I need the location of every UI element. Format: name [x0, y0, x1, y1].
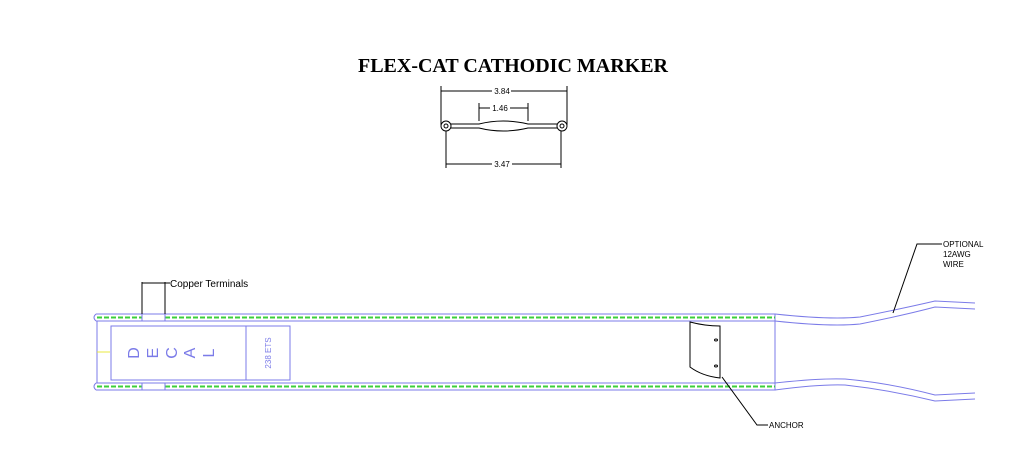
decal-letter: E — [145, 348, 162, 359]
wire-label-line: 12AWG — [943, 250, 971, 259]
dim-overall: 3.84 — [494, 87, 510, 96]
copper-terminals-label: Copper Terminals — [170, 279, 248, 290]
profile-view: 3.84 1.46 3.47 — [440, 86, 568, 169]
anchor-shape — [689, 321, 721, 379]
decal-letter: L — [201, 348, 218, 357]
dim-holes: 3.47 — [494, 160, 510, 169]
anchor-label: ANCHOR — [769, 421, 804, 430]
decal-letter: D — [126, 347, 143, 359]
drawing-title: FLEX-CAT CATHODIC MARKER — [358, 55, 669, 77]
wire-label-line: WIRE — [943, 260, 964, 269]
wire-label-line: OPTIONAL — [943, 240, 984, 249]
decal-letter: A — [182, 347, 199, 358]
decal-code: 238 ETS — [264, 337, 273, 368]
decal-letter: C — [164, 347, 181, 359]
plan-view: D E C A L 238 ETS Copper Terminals ANCHO… — [93, 240, 984, 430]
decal-box — [110, 325, 291, 381]
dim-center: 1.46 — [492, 104, 508, 113]
